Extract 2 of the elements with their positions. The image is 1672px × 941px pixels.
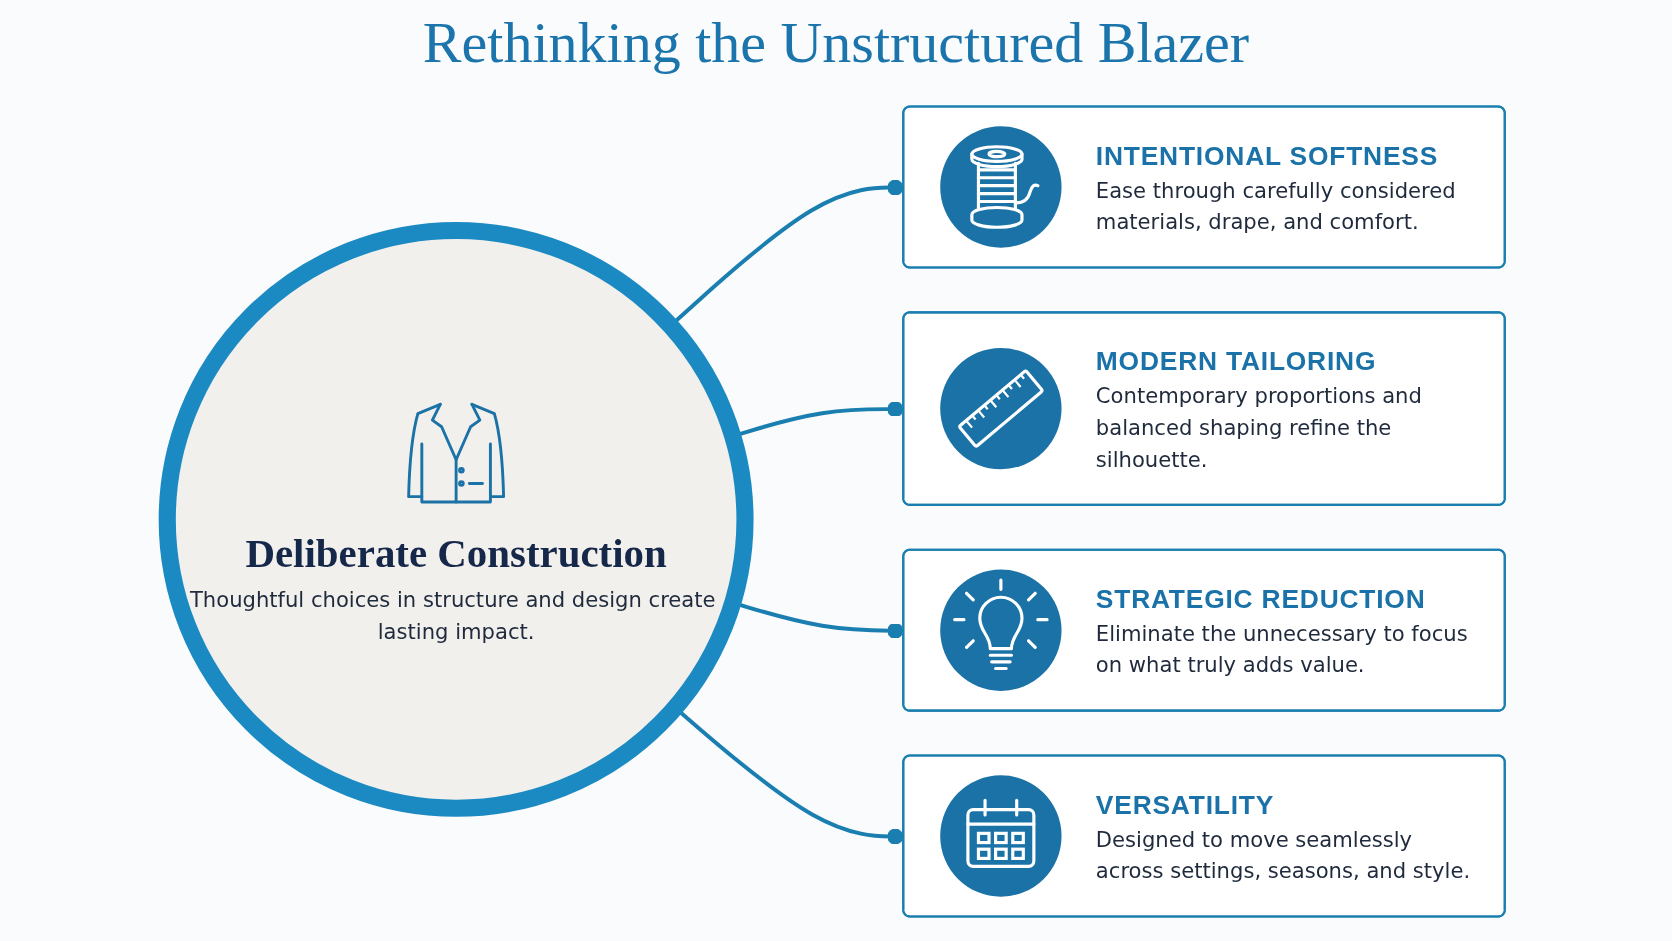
node-circle: Deliberate Construction Thoughtful choices in structure and design create lasting impact. <box>158 221 754 817</box>
title: Rethinking the Unstructured Blazer <box>422 10 1250 77</box>
